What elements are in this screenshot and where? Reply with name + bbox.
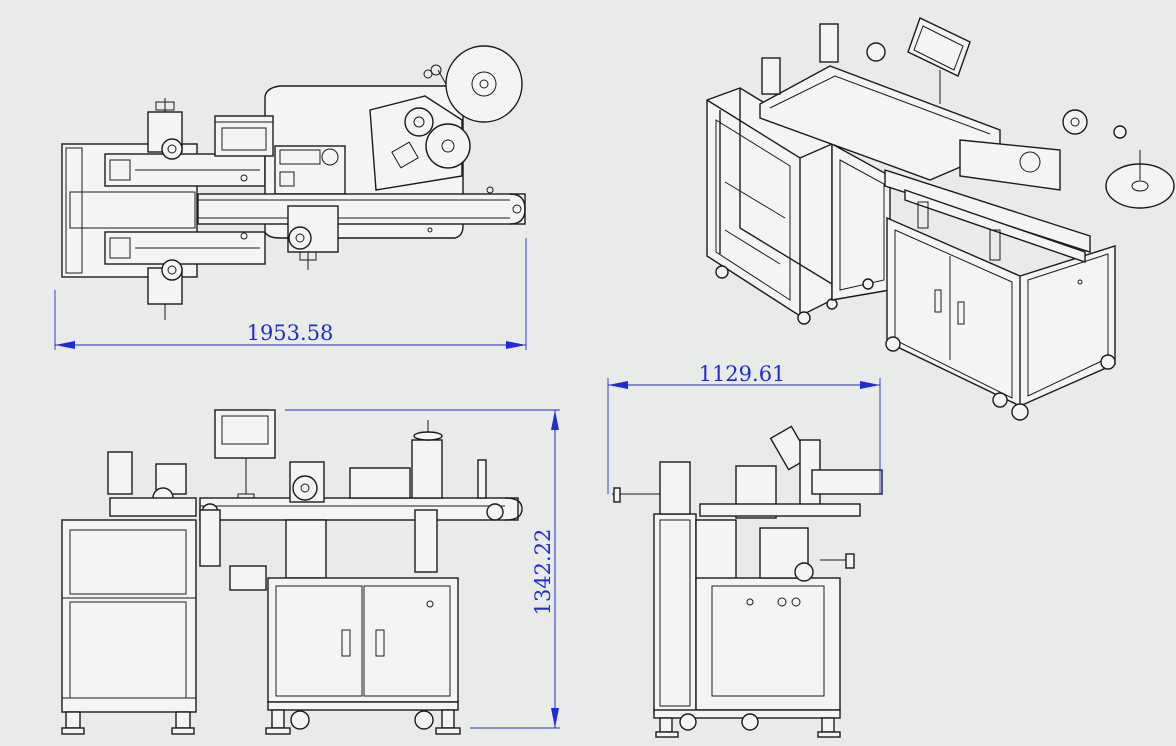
dimension-height-label: 1342.22	[531, 529, 555, 616]
dimension-depth: 1129.61	[607, 362, 881, 494]
isometric-view	[706, 17, 1175, 421]
dimension-height: 1342.22	[285, 409, 560, 729]
dimension-width: 1953.58	[54, 238, 527, 350]
top-view	[61, 45, 526, 320]
front-view	[61, 409, 523, 735]
dimension-depth-label: 1129.61	[699, 362, 786, 386]
side-view	[612, 425, 883, 738]
dimension-width-label: 1953.58	[247, 321, 334, 345]
